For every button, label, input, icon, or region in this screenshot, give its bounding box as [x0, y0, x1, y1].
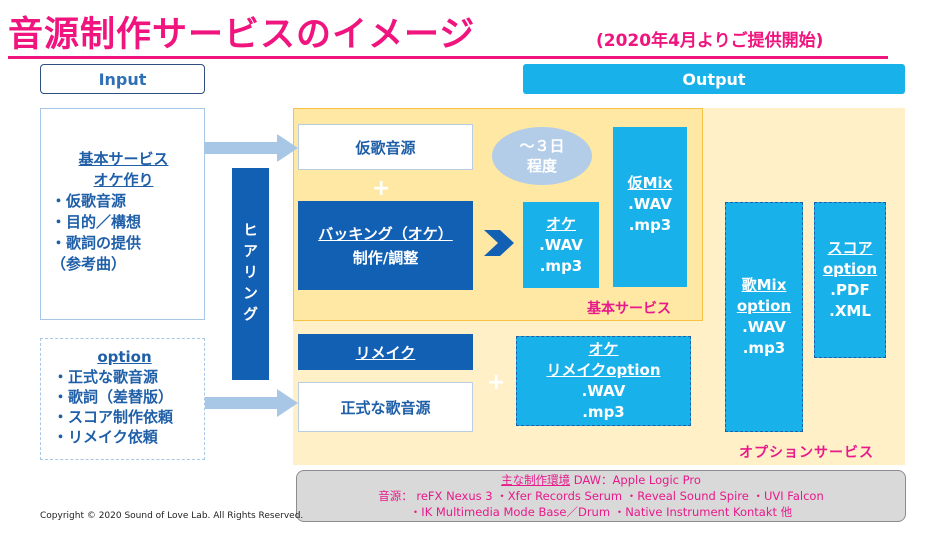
- remake-out-format-mp3: .mp3: [582, 403, 625, 421]
- oke-format-wav: .WAV: [539, 235, 583, 254]
- basic-item: ・目的／構想: [51, 213, 142, 231]
- utamix-format-mp3: .mp3: [742, 339, 786, 357]
- environment-daw: DAW：Apple Logic Pro: [570, 473, 701, 487]
- utamix-title2: option: [736, 297, 792, 315]
- environment-box: 主な制作環境 DAW：Apple Logic Pro 音源： reFX Nexu…: [296, 470, 906, 522]
- arrow-option-to-seishiki: [205, 389, 298, 417]
- karimix-title: 仮Mix: [627, 174, 673, 192]
- hearing-bar: ヒアリング: [232, 168, 269, 380]
- oke-format-mp3: .mp3: [539, 256, 583, 275]
- option-input-box: option ・正式な歌音源 ・歌詞（差替版） ・スコア制作依頼 ・リメイク依頼: [40, 338, 205, 460]
- basic-item: ・仮歌音源: [51, 192, 127, 210]
- plus-icon: +: [372, 176, 391, 201]
- basic-item: （参考曲）: [51, 255, 127, 273]
- karimix-output: 仮Mix .WAV .mp3: [613, 127, 687, 287]
- seishiki-uta-box: 正式な歌音源: [298, 382, 473, 432]
- option-item: ・リメイク依頼: [53, 428, 158, 446]
- karimix-format-mp3: .mp3: [628, 216, 672, 234]
- output-header: Output: [523, 64, 905, 94]
- score-format-xml: .XML: [829, 302, 871, 320]
- karimix-format-wav: .WAV: [628, 195, 672, 213]
- score-format-pdf: .PDF: [830, 281, 870, 299]
- option-item: ・歌詞（差替版）: [53, 388, 174, 406]
- backing-line1: バッキング（オケ）: [318, 224, 453, 243]
- basic-service-label: 基本サービス: [587, 301, 671, 317]
- page-title: 音源制作サービスのイメージ: [8, 15, 476, 55]
- copyright-text: Copyright © 2020 Sound of Love Lab. All …: [40, 511, 304, 521]
- oke-output: オケ .WAV .mp3: [523, 202, 599, 288]
- chevron-right-icon: [484, 230, 514, 256]
- basic-service-title: 基本サービス: [78, 150, 169, 168]
- utamix-output: 歌Mix option .WAV .mp3: [725, 202, 803, 432]
- option-item: ・スコア制作依頼: [53, 408, 174, 426]
- duration-line2: 程度: [526, 157, 557, 175]
- utamix-title1: 歌Mix: [741, 276, 787, 294]
- plus-icon: +: [487, 370, 506, 395]
- basic-service-title2: オケ作り: [93, 171, 154, 189]
- page-subtitle: (2020年4月よりご提供開始): [596, 31, 824, 51]
- remake-label: リメイク: [355, 343, 416, 362]
- utamix-format-wav: .WAV: [742, 318, 786, 336]
- duration-line1: ～３日: [519, 137, 565, 155]
- score-title2: option: [822, 260, 878, 278]
- environment-heading: 主な制作環境: [501, 473, 571, 487]
- input-header: Input: [40, 64, 205, 94]
- environment-line2: 音源： reFX Nexus 3 ・Xfer Records Serum ・Re…: [378, 489, 824, 503]
- basic-item: ・歌詞の提供: [51, 234, 142, 252]
- basic-service-input-box: 基本サービス オケ作り ・仮歌音源 ・目的／構想 ・歌詞の提供 （参考曲）: [40, 108, 205, 320]
- backing-box: バッキング（オケ） 制作/調整: [298, 201, 473, 290]
- arrow-basic-to-kari: [205, 134, 298, 162]
- environment-line1: 主な制作環境 DAW：Apple Logic Pro: [501, 472, 701, 488]
- remake-out-format-wav: .WAV: [581, 382, 626, 400]
- remake-out-title2: リメイクoption: [546, 361, 661, 379]
- kari-uta-box: 仮歌音源: [298, 124, 473, 170]
- score-output: スコア option .PDF .XML: [814, 202, 886, 358]
- oke-title: オケ: [545, 214, 576, 233]
- duration-oval: ～３日 程度: [492, 127, 592, 185]
- score-title1: スコア: [827, 239, 873, 257]
- remake-out-title1: オケ: [588, 340, 619, 358]
- option-item: ・正式な歌音源: [53, 368, 159, 386]
- remake-box: リメイク: [298, 334, 473, 370]
- environment-line3: ・IK Multimedia Mode Base／Drum ・Native In…: [409, 505, 793, 519]
- option-service-label: オプションサービス: [739, 445, 874, 461]
- remake-output: オケ リメイクoption .WAV .mp3: [516, 336, 691, 426]
- title-underline: [8, 56, 888, 59]
- backing-line2: 制作/調整: [352, 248, 419, 267]
- option-input-title: option: [97, 348, 152, 366]
